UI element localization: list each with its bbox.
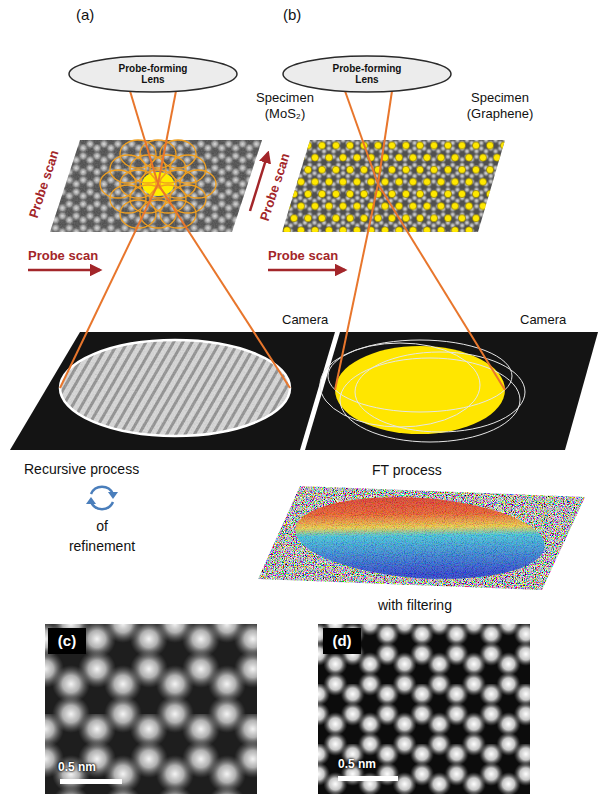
scan-arrow (28, 269, 100, 272)
beam-ray (345, 91, 378, 184)
scale-bar (60, 779, 122, 784)
camera-label: Camera (282, 312, 328, 328)
mos2-reconstruction (45, 624, 257, 794)
overlapping-discs (320, 340, 525, 442)
specimen-label: Specimen (MoS₂) (252, 90, 318, 121)
scan-label: Probe scan (28, 248, 98, 264)
noise-texture (40, 135, 270, 235)
scan-label: Probe scan (268, 248, 338, 264)
lens-ellipse-shape (69, 56, 237, 92)
graphene-specimen-image (282, 140, 505, 232)
disc-outline (355, 352, 525, 432)
camera-plate (305, 332, 598, 450)
step-label: FT process (372, 462, 442, 479)
beam-ray (130, 91, 158, 184)
camera-label: Camera (520, 312, 566, 328)
graphene-reconstruction (318, 624, 530, 794)
beam-ray (335, 184, 378, 390)
lens-name: Probe-forming Lens (328, 63, 406, 86)
scale-bar (338, 776, 398, 781)
probe-position-dots (282, 140, 505, 232)
cycle-arrowhead (86, 497, 96, 504)
beam-ray (60, 184, 158, 388)
panel-label: (a) (76, 6, 94, 24)
cycle-arrowhead (108, 492, 118, 499)
scan-label: Probe scan (26, 148, 62, 219)
panel-letter: (c) (58, 632, 76, 649)
lens-ellipse: Probe-forming Lens (282, 55, 452, 93)
scan-arrow (268, 269, 345, 272)
scale-label: 0.5 nm (338, 757, 376, 771)
beam-ray (378, 184, 505, 390)
panel-tag: (d) (323, 628, 361, 654)
beam-ray (158, 91, 176, 184)
ft-phase-map (255, 484, 590, 594)
beam-lines (60, 91, 505, 390)
probe-ring (120, 140, 156, 168)
panel-label: (b) (283, 6, 301, 24)
noise-texture (290, 490, 550, 585)
step-label: refinement (69, 538, 135, 555)
panel-letter: (d) (332, 632, 351, 649)
phase-disc-noise (290, 490, 550, 585)
noise-texture (55, 335, 295, 445)
lens-ellipse-shape (283, 56, 451, 92)
specimen-label: Specimen (Graphene) (460, 90, 540, 121)
specimen-noise (40, 135, 270, 235)
scan-arrows (28, 153, 345, 270)
step-label: of (96, 518, 108, 535)
step-label: with filtering (378, 597, 452, 614)
camera-plate (10, 332, 335, 450)
panel-tag: (c) (48, 628, 86, 654)
beam-ray (378, 91, 392, 184)
scan-label: Probe scan (257, 151, 293, 222)
cycle-icon (91, 487, 113, 509)
scale-label: 0.5 nm (58, 760, 96, 774)
phase-noise (255, 484, 590, 594)
diffraction-noise (55, 335, 295, 445)
step-label: Recursive process (24, 461, 139, 478)
lens-ellipse: Probe-forming Lens (68, 55, 238, 93)
diffraction-disc-outline (60, 340, 290, 436)
lens-name: Probe-forming Lens (114, 63, 192, 86)
